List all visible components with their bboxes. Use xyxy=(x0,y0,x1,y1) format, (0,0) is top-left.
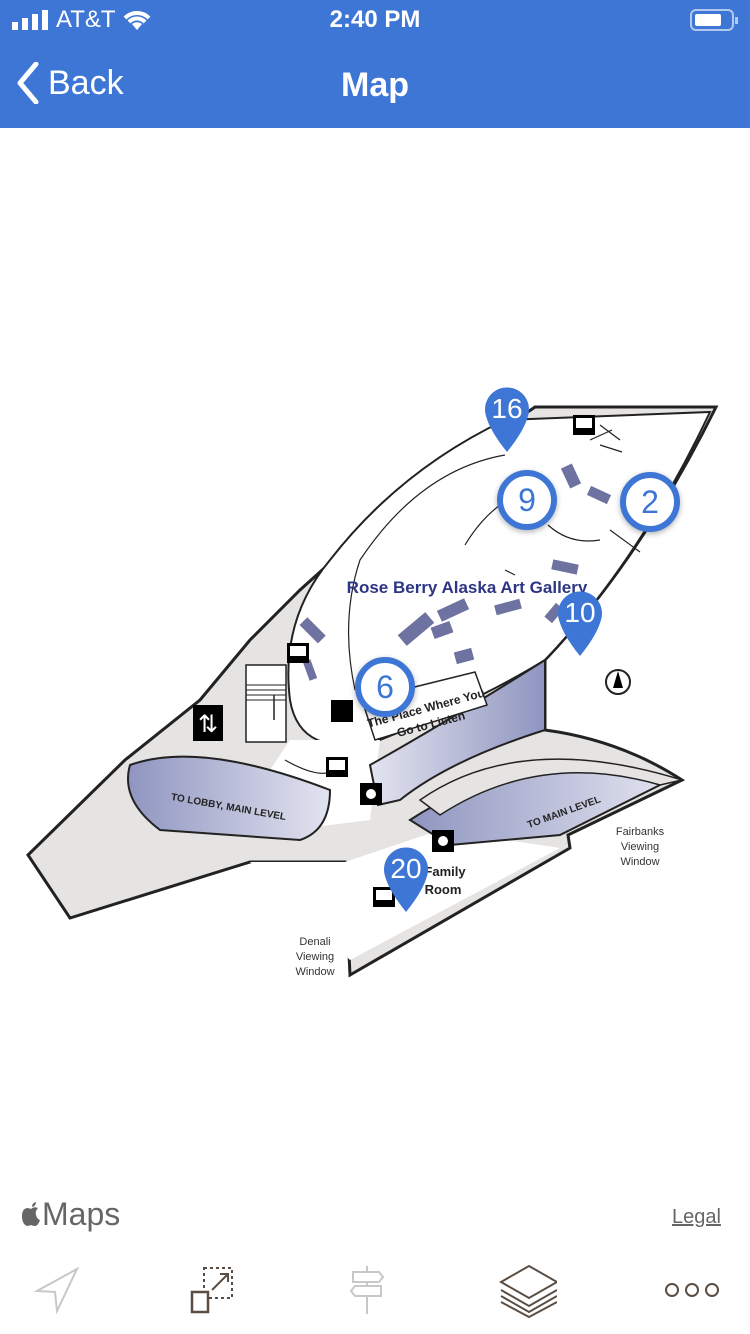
camera-icons xyxy=(360,783,454,852)
seat-icon xyxy=(331,700,353,722)
map-marker-9[interactable]: 9 xyxy=(497,470,557,530)
listen-ramp xyxy=(368,658,546,807)
carrier-label: AT&T xyxy=(56,6,116,33)
status-bar: AT&T 2:40 PM xyxy=(0,0,750,40)
more-icon xyxy=(665,1283,719,1297)
location-arrow-icon xyxy=(33,1266,80,1315)
signal-icon xyxy=(12,10,48,30)
resize-button[interactable] xyxy=(182,1260,242,1320)
svg-text:Fairbanks: Fairbanks xyxy=(616,826,665,838)
pin-icon xyxy=(558,591,602,656)
page-title: Map xyxy=(341,66,409,104)
nav-bar: Back Map xyxy=(0,50,750,120)
svg-text:Window: Window xyxy=(620,856,659,868)
apple-maps-logo: Maps xyxy=(20,1196,120,1233)
maps-brand-text: Maps xyxy=(42,1196,121,1232)
location-button[interactable] xyxy=(26,1260,86,1320)
map-pin-16[interactable]: 16 xyxy=(484,386,530,457)
svg-text:⇅: ⇅ xyxy=(198,710,218,738)
legal-link[interactable]: Legal xyxy=(672,1206,721,1228)
monitor-icons xyxy=(287,415,595,907)
map-marker-6[interactable]: 6 xyxy=(355,657,415,717)
lobby-ramp xyxy=(127,755,332,842)
svg-text:Viewing: Viewing xyxy=(621,841,659,853)
map-pin-20[interactable]: 20 xyxy=(383,846,429,917)
svg-text:Window: Window xyxy=(295,966,334,978)
svg-text:Room: Room xyxy=(425,882,462,897)
svg-text:Family: Family xyxy=(424,864,466,879)
directions-sign-icon xyxy=(349,1266,385,1314)
floor-map[interactable]: ⇅ xyxy=(0,128,750,1188)
svg-text:Viewing: Viewing xyxy=(296,951,334,963)
pin-icon xyxy=(485,387,529,452)
resize-icon xyxy=(190,1267,233,1314)
pin-icon xyxy=(384,847,428,912)
back-button[interactable]: Back xyxy=(16,62,124,104)
back-label: Back xyxy=(48,63,124,102)
battery-icon xyxy=(690,9,738,31)
map-marker-2[interactable]: 2 xyxy=(620,472,680,532)
map-pin-10[interactable]: 10 xyxy=(557,590,603,661)
layers-icon xyxy=(498,1264,557,1318)
directions-button[interactable] xyxy=(337,1260,397,1320)
more-button[interactable] xyxy=(662,1260,722,1320)
gallery-label: Rose Berry Alaska Art Gallery xyxy=(347,578,588,597)
chevron-left-icon xyxy=(17,62,39,104)
map-toolbar xyxy=(0,1250,750,1330)
elevator-icon xyxy=(193,705,223,741)
layers-button[interactable] xyxy=(497,1260,557,1320)
apple-icon xyxy=(22,1201,40,1226)
top-bar: AT&T 2:40 PM Back Map xyxy=(0,0,750,128)
svg-text:Denali: Denali xyxy=(299,936,330,948)
clock: 2:40 PM xyxy=(329,6,421,33)
wifi-icon xyxy=(123,11,151,30)
